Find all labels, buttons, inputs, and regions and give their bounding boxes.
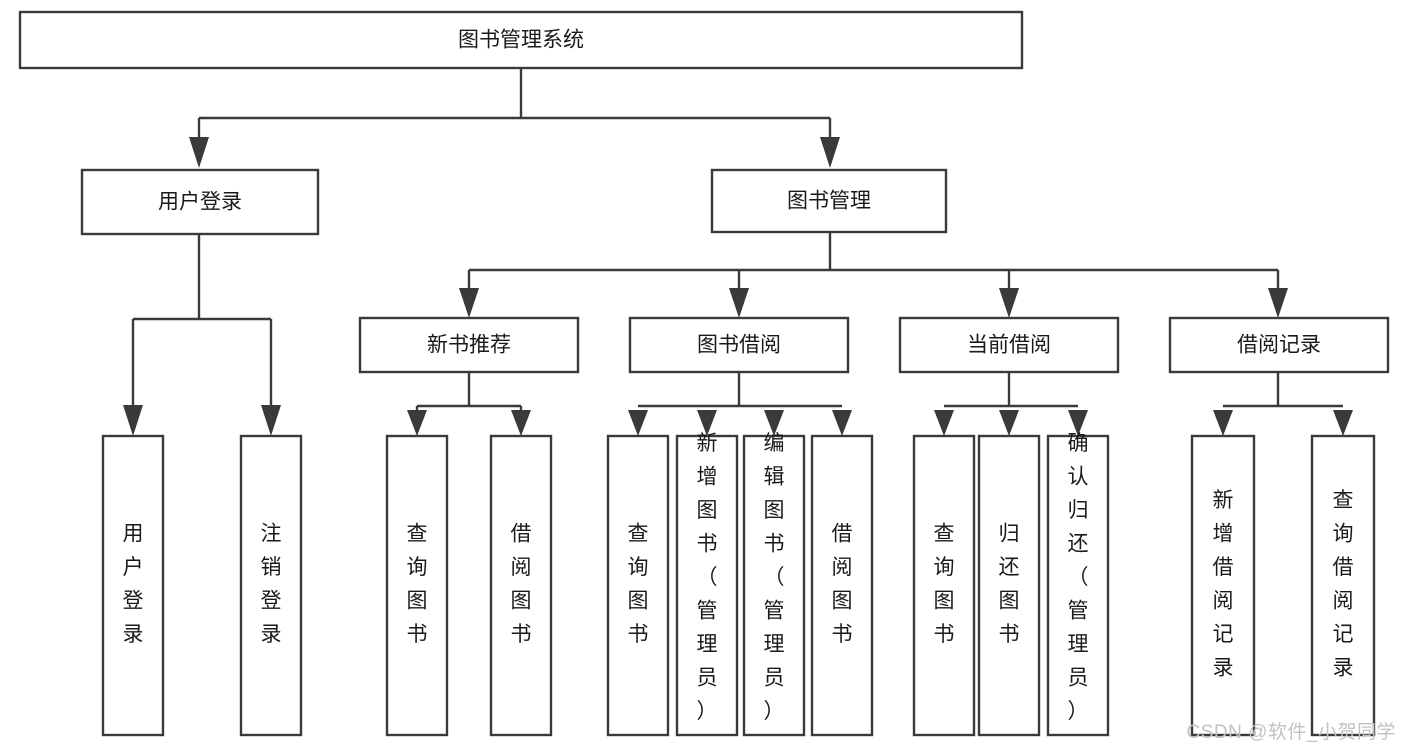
leaf-user-logout-label: 注销登录 [261,522,282,646]
leaf-query-record-label: 查询借阅记录 [1333,489,1354,680]
arrow-head-leaf-edit-book-admin [764,410,784,436]
leaf-borrow-book-2-box[interactable] [810,434,874,737]
leaf-query-book-3-label: 查询图书 [934,522,955,646]
connector-group-book-manage [459,232,1288,318]
node-book-manage[interactable]: 图书管理 [710,168,948,234]
connector-group-current-borrow [934,372,1088,436]
leaf-user-logout[interactable]: 注销登录 [239,434,303,737]
leaf-user-login[interactable]: 用户登录 [101,434,165,737]
node-root-system-label: 图书管理系统 [458,29,584,52]
connector-group-borrow-record [1213,372,1353,436]
leaf-query-book-2[interactable]: 查询图书 [606,434,670,737]
leaf-query-book-2-label: 查询图书 [628,522,649,646]
node-book-borrow[interactable]: 图书借阅 [628,316,850,374]
arrow-head-user-login [189,137,209,168]
leaf-add-record[interactable]: 新增借阅记录 [1190,434,1256,737]
leaf-query-record[interactable]: 查询借阅记录 [1310,434,1376,737]
node-new-book-rec[interactable]: 新书推荐 [358,316,580,374]
arrow-head-leaf-borrow-book-2 [832,410,852,436]
leaf-user-logout-box[interactable] [239,434,303,737]
arrow-head-leaf-query-record [1333,410,1353,436]
leaf-add-book-admin[interactable]: 新增图书（管理员） [675,432,739,737]
connector-group-new-book-rec [407,372,531,436]
connector-group-book-borrow [628,372,852,436]
leaf-edit-book-admin[interactable]: 编辑图书（管理员） [742,432,806,737]
leaf-query-book-1-label: 查询图书 [407,522,428,646]
node-root-system[interactable]: 图书管理系统 [18,10,1024,70]
leaf-return-book-label: 归还图书 [999,522,1020,646]
node-book-manage-label: 图书管理 [787,190,871,213]
node-new-book-rec-label: 新书推荐 [427,334,511,357]
arrow-head-leaf-query-book-3 [934,410,954,436]
leaf-user-login-box[interactable] [101,434,165,737]
node-user-login-box[interactable] [80,168,320,236]
leaf-user-login-label: 用户登录 [123,522,144,646]
leaf-return-book-box[interactable] [977,434,1041,737]
arrow-head-leaf-query-book-2 [628,410,648,436]
arrow-head-current-borrow [999,288,1019,318]
arrow-head-borrow-record [1268,288,1288,318]
node-borrow-record-box[interactable] [1168,316,1390,374]
leaf-add-record-box[interactable] [1190,434,1256,737]
leaf-confirm-return-admin-box[interactable] [1046,434,1110,737]
arrow-head-leaf-confirm-return-admin [1068,410,1088,436]
node-new-book-rec-box[interactable] [358,316,580,374]
arrow-head-leaf-add-book-admin [697,410,717,436]
node-borrow-record[interactable]: 借阅记录 [1168,316,1390,374]
node-book-borrow-box[interactable] [628,316,850,374]
node-user-login[interactable]: 用户登录 [80,168,320,236]
arrow-head-leaf-query-book-1 [407,410,427,436]
node-book-manage-box[interactable] [710,168,948,234]
arrow-head-leaf-add-record [1213,410,1233,436]
node-current-borrow[interactable]: 当前借阅 [898,316,1120,374]
leaf-query-book-1-box[interactable] [385,434,449,737]
leaf-confirm-return-admin-label: 确认归还（管理员） [1068,432,1089,723]
arrow-head-new-book-rec [459,288,479,318]
leaf-edit-book-admin-box[interactable] [742,434,806,737]
arrow-head-leaf-borrow-book-1 [511,410,531,436]
arrow-head-leaf-user-login [123,405,143,436]
leaf-edit-book-admin-label: 编辑图书（管理员） [764,432,785,723]
node-root-system-box[interactable] [18,10,1024,70]
connector-group-root [189,68,840,168]
arrow-head-leaf-user-logout [261,405,281,436]
leaf-borrow-book-1-label: 借阅图书 [511,522,532,646]
node-current-borrow-label: 当前借阅 [967,334,1051,357]
leaf-borrow-book-1-box[interactable] [489,434,553,737]
arrow-head-book-borrow [729,288,749,318]
arrow-head-book-manage [820,137,840,168]
leaf-query-book-2-box[interactable] [606,434,670,737]
arrow-head-leaf-return-book [999,410,1019,436]
leaf-query-book-3-box[interactable] [912,434,976,737]
connector-group-user-login [123,234,281,436]
leaf-borrow-book-1[interactable]: 借阅图书 [489,434,553,737]
node-borrow-record-label: 借阅记录 [1237,334,1321,357]
leaf-return-book[interactable]: 归还图书 [977,434,1041,737]
node-book-borrow-label: 图书借阅 [697,334,781,357]
leaf-query-book-3[interactable]: 查询图书 [912,434,976,737]
node-current-borrow-box[interactable] [898,316,1120,374]
leaf-query-record-box[interactable] [1310,434,1376,737]
leaf-borrow-book-2[interactable]: 借阅图书 [810,434,874,737]
leaf-add-book-admin-label: 新增图书（管理员） [697,432,718,723]
leaf-query-book-1[interactable]: 查询图书 [385,434,449,737]
leaf-add-book-admin-box[interactable] [675,434,739,737]
leaf-add-record-label: 新增借阅记录 [1213,489,1234,680]
leaf-borrow-book-2-label: 借阅图书 [832,522,853,646]
leaf-confirm-return-admin[interactable]: 确认归还（管理员） [1046,432,1110,737]
node-user-login-label: 用户登录 [158,191,242,214]
